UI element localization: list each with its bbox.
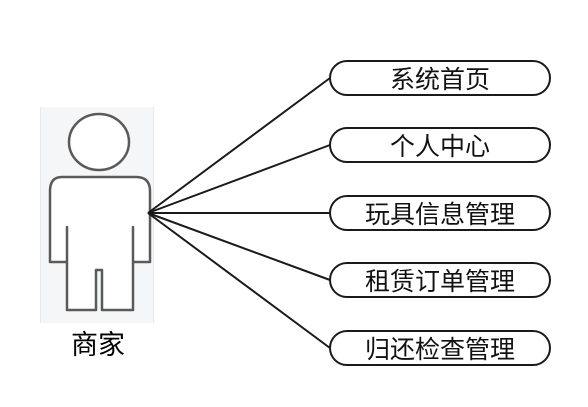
association-line-5 [147, 212, 331, 349]
use-case-3: 玩具信息管理 [329, 195, 551, 231]
associations [147, 77, 331, 349]
use-case-1: 系统首页 [329, 60, 551, 96]
use-case-2: 个人中心 [329, 127, 551, 163]
actor-label: 商家 [71, 330, 125, 361]
actor-head [67, 112, 131, 172]
association-line-2 [147, 144, 331, 214]
actor-body [48, 175, 152, 312]
use-case-4: 租赁订单管理 [329, 262, 551, 298]
person-icon [48, 112, 152, 312]
use-case-5: 归还检查管理 [329, 330, 551, 366]
association-line-1 [147, 77, 331, 214]
association-line-4 [147, 212, 331, 281]
